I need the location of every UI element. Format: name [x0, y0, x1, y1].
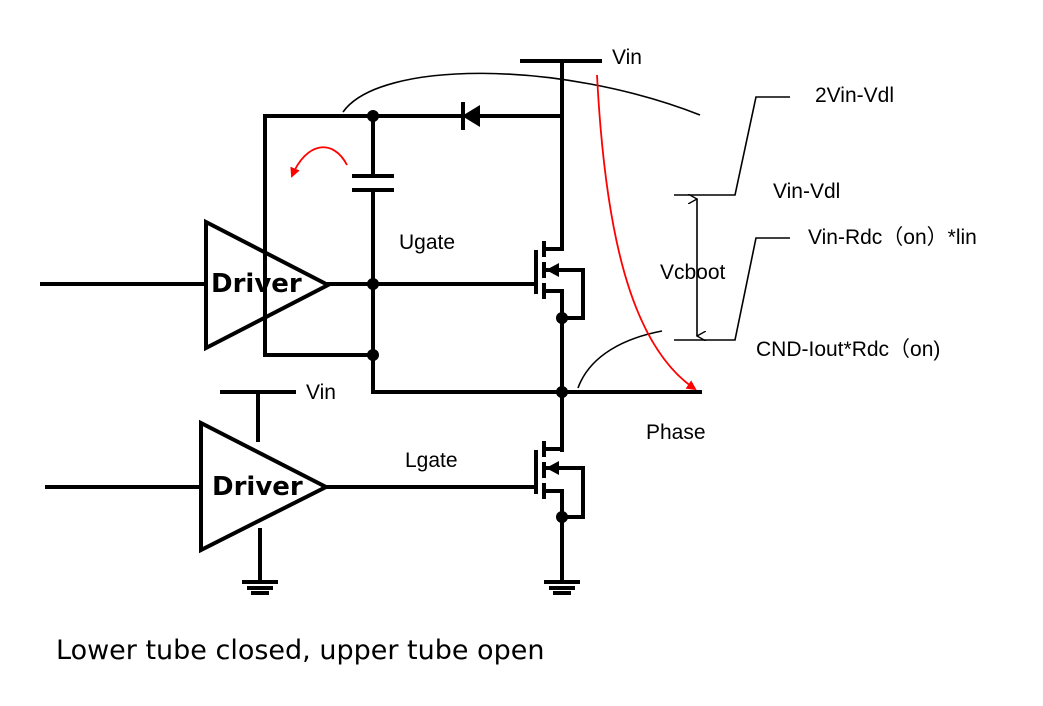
lower-vin-rail — [220, 390, 296, 442]
bootstrap-capacitor — [352, 174, 394, 192]
voltage-level-curves — [342, 72, 701, 389]
lgate-label: Lgate — [405, 449, 458, 472]
bootstrap-diode — [461, 102, 480, 130]
upper-driver-label: Driver — [211, 269, 302, 299]
vin-top-rail — [520, 59, 602, 247]
vcboot-label: Vcboot — [660, 261, 726, 284]
ground-icon — [544, 580, 580, 595]
lower-driver-label: Driver — [212, 472, 303, 502]
ground-icon — [242, 580, 278, 595]
level-vin-vdl: Vin-Vdl — [773, 180, 840, 203]
lower-driver: Driver — [45, 419, 492, 584]
vin-top-label: Vin — [612, 46, 642, 69]
lower-mosfet — [488, 390, 585, 584]
vcboot-bracket — [674, 96, 790, 340]
ugate-label: Ugate — [399, 231, 455, 254]
level-gnd-iout: CND-Iout*Rdc（on) — [756, 338, 940, 361]
level-2vin-vdl: 2Vin-Vdl — [815, 84, 894, 107]
charge-flow-arrow — [290, 146, 348, 178]
phase-label: Phase — [646, 421, 706, 444]
upper-mosfet — [488, 241, 585, 394]
boot-loop-wires — [263, 114, 702, 394]
vin-low-label: Vin — [306, 381, 336, 404]
current-flow-arrow — [596, 74, 697, 391]
level-vin-rdc: Vin-Rdc（on）*lin — [808, 226, 977, 249]
upper-driver: Driver — [40, 218, 492, 352]
diagram-caption: Lower tube closed, upper tube open — [56, 635, 544, 666]
